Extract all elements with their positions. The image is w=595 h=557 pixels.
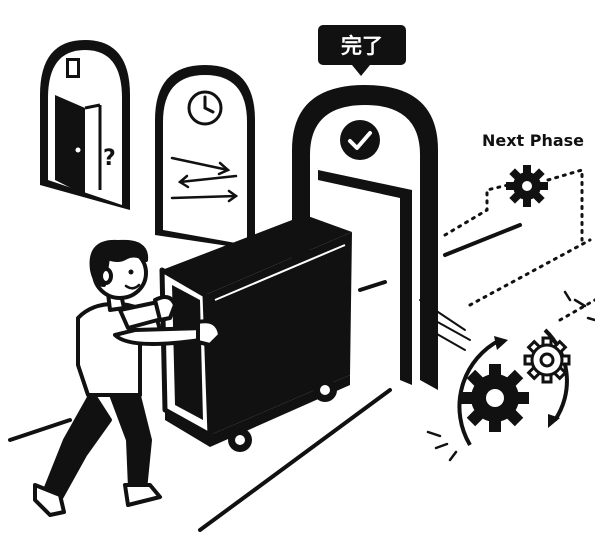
cargo-box [159,215,352,452]
check-icon [340,120,380,160]
wheel-icon [228,378,337,452]
person-pushing [33,239,222,517]
motion-lines [419,299,471,351]
swap-arrows-icon [170,156,239,203]
arch-clock [155,65,255,250]
next-phase-label: Next Phase [482,131,584,150]
callout-text: 完了 [341,34,383,58]
person-face [124,269,141,290]
gear-icon [506,165,548,207]
dotted-paths [443,167,595,322]
clock-icon [187,90,223,126]
arch-door: ? [40,40,130,210]
callout-bubble: 完了 [318,25,406,76]
door-icon [55,58,102,195]
cycle-gears-icon [426,290,595,462]
question-icon: ? [103,146,116,171]
